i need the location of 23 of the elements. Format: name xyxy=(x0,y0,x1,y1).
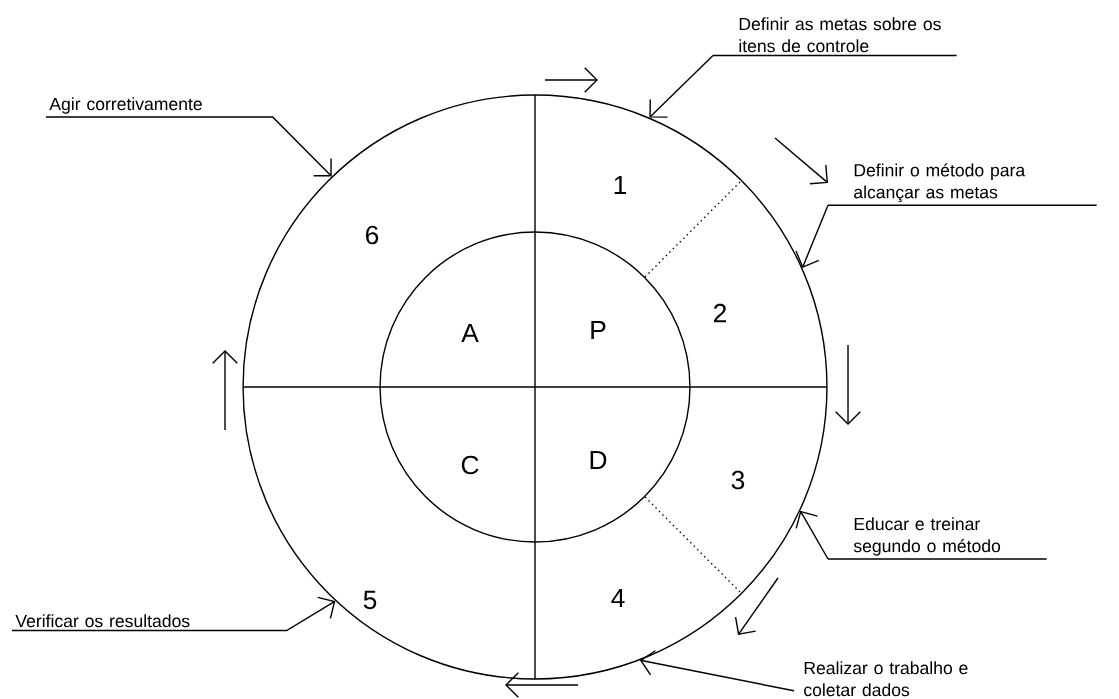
phase-letter: D xyxy=(590,450,607,470)
leader-arrow xyxy=(795,204,829,268)
callout-text: Verificar os resultados xyxy=(15,614,190,628)
leader-arrow xyxy=(45,116,332,177)
phase-letter: P xyxy=(591,320,606,340)
callout-text: Agir corretivamente xyxy=(49,97,202,114)
section-number: 4 xyxy=(611,588,625,608)
callout-text: Definir o método para alcançar as metas xyxy=(854,163,1026,202)
section-number: 1 xyxy=(614,175,627,195)
callout-text: Definir as metas sobre os itens de controle xyxy=(739,17,941,53)
leader-arrow xyxy=(795,510,829,560)
phase-letter: A xyxy=(461,323,479,343)
leader-arrow xyxy=(11,596,336,632)
callout-text: Educar e treinar segundo o método xyxy=(853,517,1001,556)
section-number: 2 xyxy=(714,303,726,323)
callout-text: Realizar o trabalho e coletar dados xyxy=(804,661,968,697)
section-number: 5 xyxy=(363,590,377,610)
leader-arrow xyxy=(639,650,795,692)
leader-arrow xyxy=(649,54,714,118)
section-number: 3 xyxy=(731,470,745,490)
section-number: 6 xyxy=(366,225,379,245)
inner-circle xyxy=(379,231,691,543)
phase-letter: C xyxy=(461,455,479,475)
